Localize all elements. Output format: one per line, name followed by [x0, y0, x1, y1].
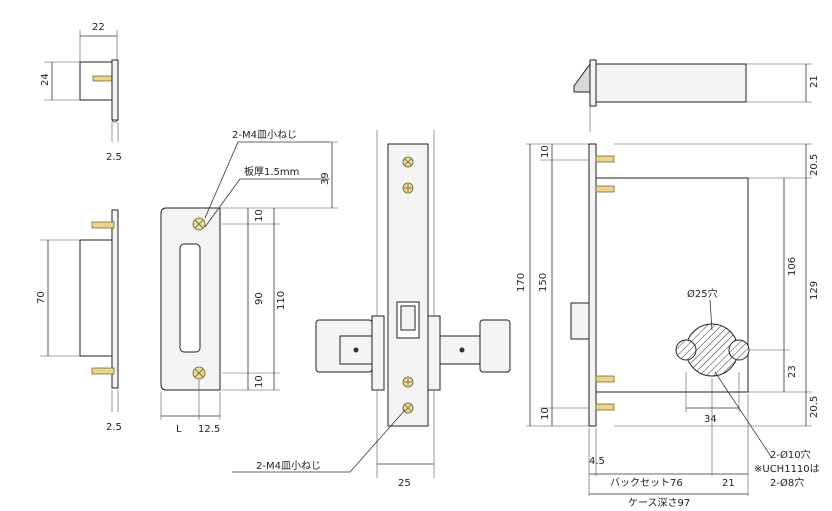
dim-23: 23	[787, 365, 798, 378]
dim-25: 25	[398, 478, 411, 489]
dim-90: 90	[254, 292, 265, 305]
dim-21-top: 21	[809, 75, 820, 88]
dim-34: 34	[704, 414, 717, 425]
dim-2-5: 2.5	[106, 422, 122, 433]
hole-label: Ø25穴	[687, 287, 718, 300]
screw-label-top: 2-M4皿小ねじ	[232, 129, 297, 141]
dim-2-5-top: 2.5	[106, 152, 122, 163]
dim-L: L	[176, 424, 182, 435]
dim-10-case-top: 10	[540, 145, 551, 158]
dim-10-case-bottom: 10	[540, 407, 551, 420]
screw-label-bottom: 2-M4皿小ねじ	[256, 460, 321, 472]
dim-24: 24	[40, 73, 51, 86]
dim-21-bottom: 21	[722, 478, 735, 489]
hole-note-3: 2-Ø8穴	[770, 476, 804, 489]
dim-10-bottom-plate: 10	[254, 375, 265, 388]
dim-70: 70	[36, 291, 47, 304]
hole-note-2: ※UCH1110は	[754, 463, 820, 475]
dim-12-5: 12.5	[198, 424, 220, 435]
lock-front-view: 25 2-M4皿小ねじ	[232, 130, 511, 489]
dim-20-5-bottom: 20.5	[809, 396, 820, 418]
dim-170: 170	[516, 273, 527, 292]
lock-top-view: 21	[573, 59, 820, 132]
case-depth-label: ケース深さ97	[628, 497, 690, 509]
dim-4-5: 4.5	[589, 456, 605, 467]
hole-note-1: 2-Ø10穴	[770, 448, 811, 461]
dim-106: 106	[787, 257, 798, 276]
dim-150: 150	[538, 273, 549, 292]
backset-label: バックセット76	[610, 477, 683, 489]
strike-side-view: 70 2.5	[36, 209, 122, 433]
dim-22: 22	[92, 22, 105, 33]
dim-20-5-top: 20.5	[809, 154, 820, 176]
dim-10-top-plate: 10	[254, 209, 265, 222]
dim-110: 110	[276, 291, 287, 310]
dim-39: 39	[320, 172, 331, 185]
strike-plate-front: 2-M4皿小ねじ 板厚1.5mm 39 10 90 110 10 L 12.5	[160, 129, 338, 435]
dim-129: 129	[809, 281, 820, 300]
lock-case-view: Ø25穴 10 170 150 10 20.5 106 129 23 20.5 …	[516, 143, 820, 509]
plate-thickness-label: 板厚1.5mm	[244, 165, 299, 178]
strike-side-view-top: 22 24 2.5	[40, 22, 122, 163]
